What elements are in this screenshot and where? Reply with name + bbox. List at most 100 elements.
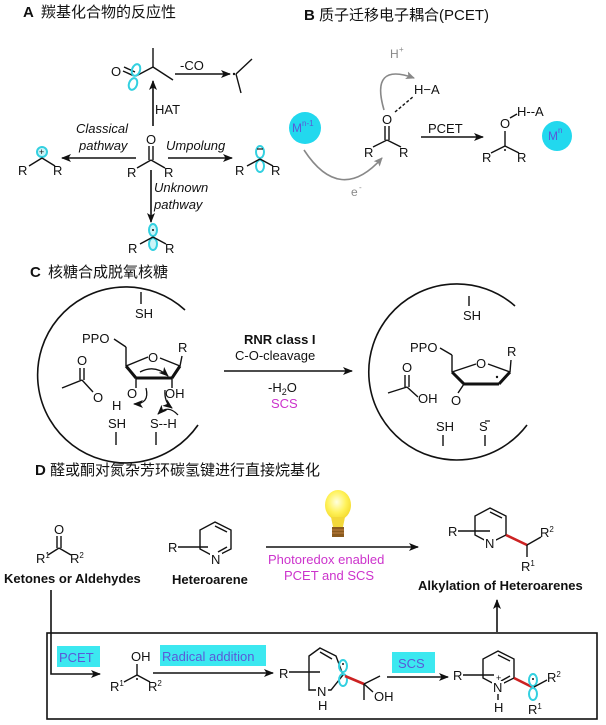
svg-text:R2: R2 [547,670,561,685]
electron-transfer-arrow [303,149,383,181]
panel-d-letter: D [35,462,46,479]
svg-text:Radical addition: Radical addition [162,649,255,664]
panel-a-letter: A [23,4,34,21]
svg-text:R1: R1 [521,559,535,574]
svg-text:R: R [364,145,373,160]
svg-text:R: R [235,163,244,178]
metal-oxidized-icon [542,121,572,151]
proton-transfer-arrow [379,71,415,111]
proton-label: H [390,47,399,61]
svg-text:O: O [500,116,510,131]
svg-text:M: M [548,129,558,143]
svg-text:O: O [93,390,103,405]
svg-text:R: R [53,163,62,178]
panel-b-title: 质子迁移电子耦合(PCET) [319,7,489,24]
svg-text:M: M [292,121,302,135]
svg-text:O: O [476,356,486,371]
enzyme-pocket-left [36,286,199,464]
svg-text:SH: SH [463,308,481,323]
svg-text:S: S [479,419,488,434]
umpolung-label: Umpolung [166,138,226,153]
svg-text:R: R [507,344,516,359]
svg-text:PCET and SCS: PCET and SCS [284,568,374,583]
svg-text:N: N [485,536,494,551]
svg-text:R: R [399,145,408,160]
electron-label: e [351,185,358,199]
svg-text:O: O [127,386,137,401]
pcet-tag [57,646,100,667]
svg-text:H: H [494,700,503,715]
panel-a-title: 羰基化合物的反应性 [41,3,176,21]
svg-text:OH: OH [374,689,394,704]
svg-text:n-1: n-1 [302,119,314,128]
product-hbond: H--A [517,104,544,119]
scs-tag [392,652,435,673]
carbanion-orbital-icon [255,145,265,159]
cleavage-label: C-O-cleavage [235,348,315,363]
svg-text:R: R [165,241,174,256]
dihydropyridine-ring [308,647,344,691]
svg-text:PCET: PCET [59,650,94,665]
panel-d-title: 醛或酮对氮杂芳环碳氢键进行直接烷基化 [50,462,320,479]
svg-text:R: R [517,150,526,165]
photoredox-label: Photoredox enabled [268,552,384,567]
svg-text:R2: R2 [540,525,554,540]
svg-text:R: R [128,241,137,256]
unknown-label: Unknown [154,180,208,195]
svg-text:R: R [482,150,491,165]
ketone-oxygen: O [146,132,156,147]
svg-text:R: R [448,524,457,539]
scs-label: SCS [271,396,298,411]
svg-text:R: R [178,340,187,355]
carbocation-orbital-icon [36,146,48,158]
svg-text:O: O [382,112,392,127]
enzyme-pocket-right [367,283,528,461]
new-cc-bond [505,533,528,547]
pcet-label: PCET [428,121,463,136]
svg-text:O: O [451,393,461,408]
svg-text:PPO: PPO [82,331,109,346]
panel-b: B 质子迁移电子耦合(PCET) M n-1 e - H + H−A O R R… [289,7,572,199]
rnr-label: RNR class I [244,332,316,347]
svg-text:OH: OH [418,391,438,406]
acyl-oxygen: O [111,64,121,79]
svg-text:SH: SH [108,416,126,431]
svg-text:O: O [402,360,412,375]
product-label: Alkylation of Heteroarenes [418,578,583,593]
svg-text:SCS: SCS [398,656,425,671]
svg-text:R: R [18,163,27,178]
panel-a: A 羰基化合物的反应性 O -CO HAT O R R Classical pa… [18,3,280,256]
svg-text:R1: R1 [36,551,50,566]
mechanism-box [46,632,598,720]
product-orbital-icon [528,673,538,687]
svg-text:OH: OH [165,386,185,401]
svg-text:H: H [318,698,327,713]
svg-text:N: N [211,552,220,567]
ketones-label: Ketones or Aldehydes [4,571,141,586]
svg-text:pathway: pathway [153,197,204,212]
acid-ha: H−A [414,82,440,97]
svg-text:+: + [39,147,44,157]
svg-text:pathway: pathway [78,138,129,153]
panel-d: D 醛或酮对氮杂芳环碳氢键进行直接烷基化 O R1 R2 Ketones or … [4,462,598,720]
svg-text:SH: SH [135,306,153,321]
svg-text:R: R [127,165,136,180]
heteroarene-label: Heteroarene [172,572,248,587]
light-bulb-icon [325,490,351,537]
svg-text:PPO: PPO [410,340,437,355]
classical-label: Classical [76,121,129,136]
svg-text:-: - [359,183,362,192]
svg-text:R2: R2 [148,679,162,694]
water-loss-label: -H2O [268,380,297,397]
panel-c-letter: C [30,264,41,281]
svg-text:SH: SH [436,419,454,434]
co-loss-label: -CO [180,58,204,73]
svg-text:O: O [77,353,87,368]
panel-c: C 核糖合成脱氧核糖 SH PPO R O O O H O OH SH [30,264,528,464]
svg-text:R: R [271,163,280,178]
svg-text:R2: R2 [70,551,84,566]
svg-text:S--H: S--H [150,416,177,431]
metal-reduced-icon [289,112,321,144]
svg-text:+: + [399,45,404,54]
